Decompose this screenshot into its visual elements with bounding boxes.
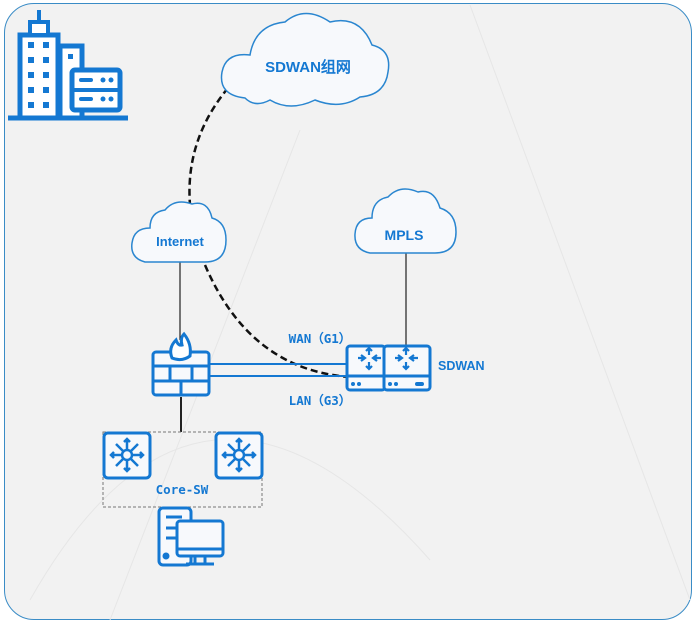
core-switch-icon [214,431,264,480]
sdwan-cloud: SDWAN组网 [220,12,390,107]
mpls-cloud: MPLS [354,188,457,254]
sdwan-device-label: SDWAN [438,359,485,373]
connections [179,87,407,432]
pc-server-icon [157,506,225,567]
wan-g1-label: WAN（G1） [289,331,352,346]
lan-g3-label: LAN（G3） [289,393,352,408]
sdwan-cloud-label: SDWAN组网 [265,58,351,76]
firewall-icon [151,331,211,397]
internet-sdwan-device-dashed-link [203,264,351,379]
internet-cloud-label: Internet [156,234,204,249]
mpls-cloud-label: MPLS [385,227,424,243]
core-switch-icon [102,431,152,480]
building-server-icon [8,10,128,121]
core-sw-label: Core-SW [156,482,209,497]
internet-cloud: Internet [131,201,227,263]
sdwan-router-icon [345,344,432,392]
sdwan-internet-dashed-link [188,87,229,206]
